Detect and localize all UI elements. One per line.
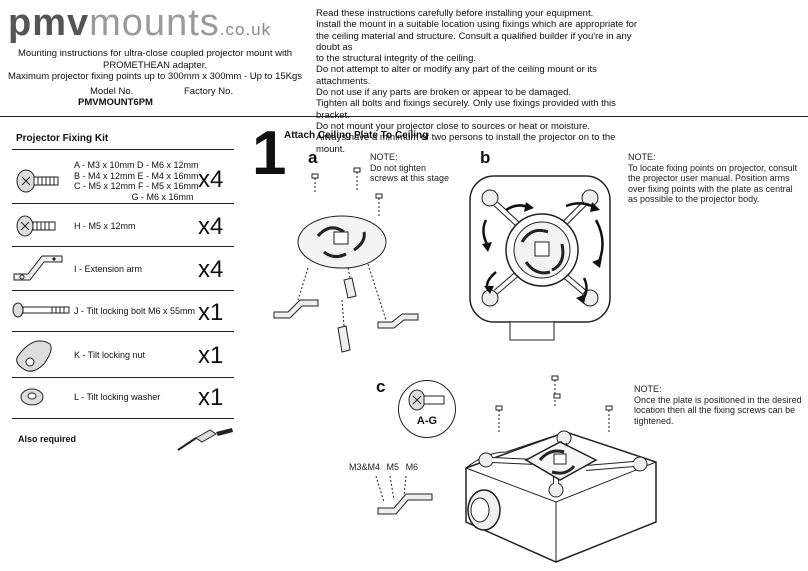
kit-item-label: K - Tilt locking nut	[74, 350, 146, 360]
model-label: Model No.	[90, 86, 134, 97]
intro-text: Mounting instructions for ultra-close co…	[0, 48, 310, 83]
projector-mounted-diagram	[465, 375, 657, 563]
kit-divider	[12, 203, 234, 204]
step-number: 1	[252, 119, 287, 188]
substep-c-note: NOTE: Once the plate is positioned in th…	[634, 384, 802, 426]
kit-divider	[12, 331, 234, 332]
logo-accent: mounts	[89, 2, 220, 44]
kit-item-qty: x1	[198, 384, 224, 411]
kit-item-qty: x4	[198, 213, 224, 240]
screw-icon	[408, 389, 445, 411]
bolt-icon	[12, 302, 70, 318]
intro-line: Maximum projector fixing points up to 30…	[7, 71, 303, 82]
kit-item-qty: x1	[198, 299, 224, 326]
kit-item-label: I - Extension arm	[74, 264, 143, 274]
locking-nut-icon	[16, 340, 52, 372]
substep-a-note: NOTE: Do not tighten screws at this stag…	[370, 152, 450, 183]
fixings-badge: A-G	[398, 380, 456, 438]
warning-line: Do not use if any parts are broken or ap…	[316, 87, 572, 99]
kit-title: Projector Fixing Kit	[16, 133, 109, 144]
kit-item-label: A - M3 x 10mm D - M6 x 12mm B - M4 x 12m…	[74, 160, 199, 202]
arm-screw-positions-diagram	[375, 475, 433, 515]
factory-label: Factory No.	[184, 86, 234, 97]
kit-item-label: J - Tilt locking bolt M6 x 55mm	[74, 306, 196, 316]
kit-divider	[12, 246, 234, 247]
substep-c-label: c	[376, 377, 386, 396]
also-required-label: Also required	[18, 434, 77, 444]
kit-item-qty: x1	[198, 342, 224, 369]
projector-top-diagram	[469, 175, 611, 341]
model-value: PMVMOUNT6PM	[78, 97, 153, 108]
substep-a-label: a	[308, 148, 318, 167]
kit-divider	[12, 418, 234, 419]
warning-line: Tighten all bolts and fixings securely. …	[316, 98, 616, 120]
kit-item-label: H - M5 x 12mm	[74, 221, 136, 231]
warning-line: Do not attempt to alter or modify any pa…	[316, 64, 597, 87]
screw-icon	[16, 215, 56, 237]
warning-line: Install the mount in a suitable location…	[316, 19, 638, 31]
intro-line: PROMETHEAN adapter.	[102, 59, 207, 71]
extension-arm-icon	[13, 255, 63, 281]
kit-item-qty: x4	[198, 256, 224, 283]
logo-domain: .co.uk	[219, 20, 272, 39]
substep-b-note: NOTE: To locate fixing points on project…	[628, 152, 798, 204]
screwdriver-icon	[177, 428, 233, 451]
kit-item-label: L - Tilt locking washer	[74, 392, 161, 402]
warning-line: to the structural integrity of the ceili…	[316, 53, 476, 65]
header-divider	[0, 116, 808, 117]
kit-divider	[12, 290, 234, 291]
warning-line: the ceiling material and structure. Cons…	[316, 30, 632, 53]
substep-b-label: b	[480, 148, 491, 167]
screw-size-labels: M3&M4 M5 M6	[349, 462, 419, 472]
kit-divider	[12, 149, 234, 150]
brand-logo: pmvmounts.co.uk	[8, 4, 271, 49]
intro-line: Mounting instructions for ultra-close co…	[17, 48, 293, 59]
kit-divider	[12, 377, 234, 378]
screw-icon	[16, 169, 59, 193]
warning-line: Read these instructions carefully before…	[316, 8, 594, 19]
kit-item-qty: x4	[198, 166, 224, 193]
fixings-badge-label: A-G	[416, 415, 438, 427]
warning-line: Always have a minimum of two persons to …	[316, 132, 616, 155]
warning-line: Do not mount your projector close to sou…	[316, 120, 591, 132]
warnings: Read these instructions carefully before…	[316, 8, 646, 155]
logo-main: pmv	[8, 2, 90, 44]
step-title: Attach Ceiling Plate To Ceiling	[284, 130, 429, 141]
ceiling-plate-diagram	[273, 167, 419, 353]
washer-icon	[20, 388, 44, 406]
